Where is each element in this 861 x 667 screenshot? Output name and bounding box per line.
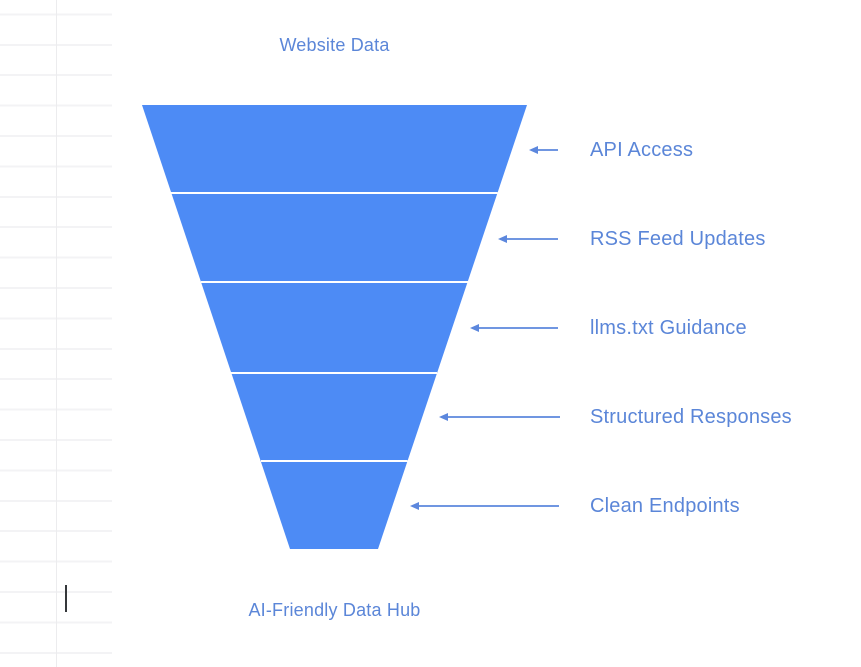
arrow-rss-feed-updates-icon: [498, 235, 558, 243]
stage-label-structured-responses: Structured Responses: [590, 406, 792, 428]
arrow-structured-responses-icon: [439, 413, 560, 421]
stage-label-clean-endpoints: Clean Endpoints: [590, 495, 740, 517]
funnel-top-label: Website Data: [279, 35, 390, 55]
arrow-api-access-icon: [529, 146, 558, 154]
stage-label-rss-feed-updates: RSS Feed Updates: [590, 228, 766, 250]
funnel-shape[interactable]: [142, 105, 527, 549]
stage-label-api-access: API Access: [590, 139, 694, 161]
funnel-bottom-label: AI-Friendly Data Hub: [248, 600, 421, 620]
background-column-line: [56, 0, 57, 667]
arrow-clean-endpoints-icon: [410, 502, 559, 510]
text-caret: [65, 585, 67, 612]
stage-label-llms-txt-guidance: llms.txt Guidance: [590, 317, 747, 339]
arrow-llms-txt-guidance-icon: [470, 324, 558, 332]
